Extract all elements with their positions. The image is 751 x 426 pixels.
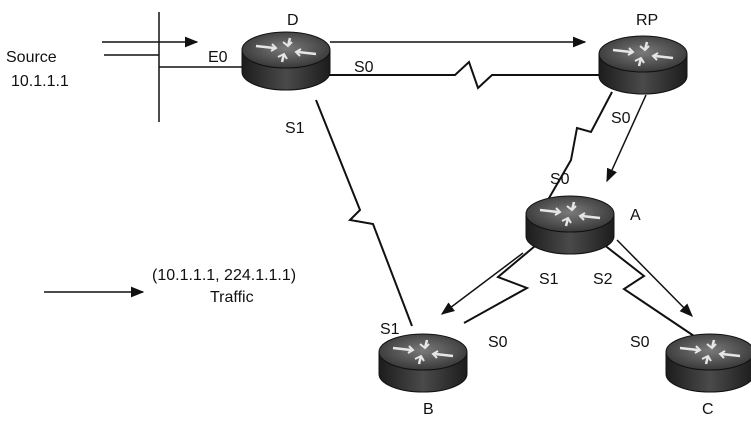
router-b — [377, 332, 469, 394]
source-label: Source — [6, 49, 57, 66]
router-rp-name: RP — [636, 12, 658, 29]
router-a — [524, 194, 616, 256]
router-d-name: D — [287, 12, 299, 29]
d-s0-label: S0 — [354, 59, 374, 76]
traffic-arrow-a-b — [440, 252, 524, 315]
router-c-name: C — [702, 401, 714, 418]
source-address: 10.1.1.1 — [11, 73, 69, 90]
traffic-arrow-rp-a — [606, 94, 647, 183]
router-d — [240, 30, 332, 92]
a-s1-label: S1 — [539, 271, 559, 288]
router-rp — [597, 34, 689, 96]
c-s0-label: S0 — [630, 334, 650, 351]
legend-traffic-label: Traffic — [210, 289, 254, 306]
legend-flow-label: (10.1.1.1, 224.1.1.1) — [152, 267, 296, 284]
link-a-b — [463, 245, 536, 324]
b-s1-label: S1 — [380, 321, 400, 338]
link-a-c — [602, 243, 695, 337]
traffic-arrow-a-c — [616, 239, 693, 317]
b-s0-label: S0 — [488, 334, 508, 351]
link-d-b — [315, 99, 413, 327]
a-s0-label: S0 — [550, 171, 570, 188]
router-b-name: B — [423, 401, 434, 418]
router-c — [664, 332, 751, 394]
rp-s0-label: S0 — [611, 110, 631, 127]
d-e0-label: E0 — [208, 49, 228, 66]
link-d-rp — [326, 60, 600, 90]
a-s2-label: S2 — [593, 271, 613, 288]
router-a-name: A — [630, 207, 641, 224]
ethernet-segment — [104, 12, 244, 122]
link-rp-a — [544, 91, 613, 206]
d-s1-label: S1 — [285, 120, 305, 137]
